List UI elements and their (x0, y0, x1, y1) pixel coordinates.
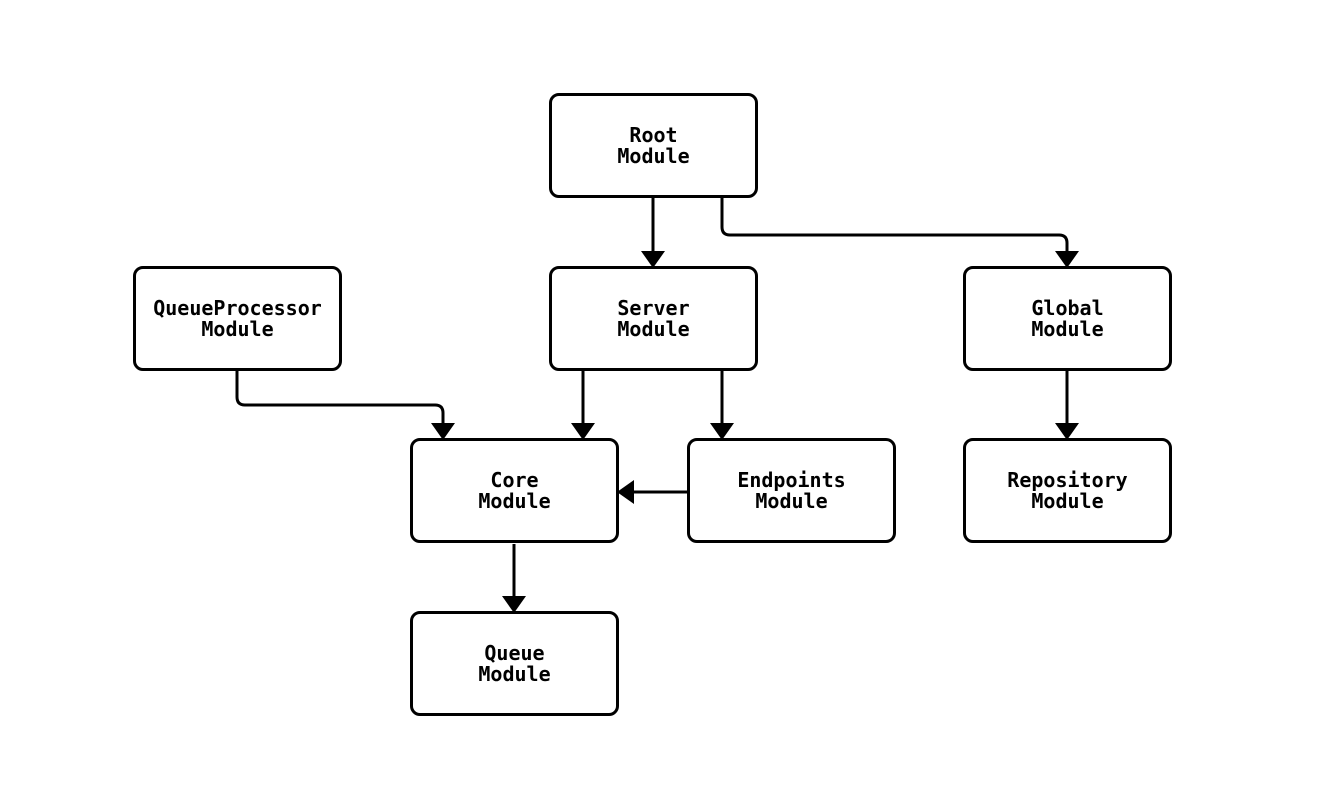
node-root: Root Module (549, 93, 758, 198)
node-queue-label: Queue Module (478, 640, 551, 686)
node-queueprocessor: QueueProcessor Module (133, 266, 342, 371)
node-repository-label: Repository Module (1007, 467, 1128, 513)
node-queueprocessor-label: QueueProcessor Module (153, 295, 322, 341)
node-endpoints-label: Endpoints Module (737, 467, 846, 513)
edge-queueprocessor-core (235, 371, 455, 440)
node-server-label: Server Module (617, 295, 690, 341)
node-global-label: Global Module (1031, 295, 1104, 341)
node-server: Server Module (549, 266, 758, 371)
node-core: Core Module (410, 438, 619, 543)
node-core-label: Core Module (478, 467, 551, 513)
node-root-label: Root Module (617, 122, 690, 168)
node-endpoints: Endpoints Module (687, 438, 896, 543)
node-global: Global Module (963, 266, 1172, 371)
edge-root-global (720, 198, 1079, 268)
node-queue: Queue Module (410, 611, 619, 716)
node-repository: Repository Module (963, 438, 1172, 543)
